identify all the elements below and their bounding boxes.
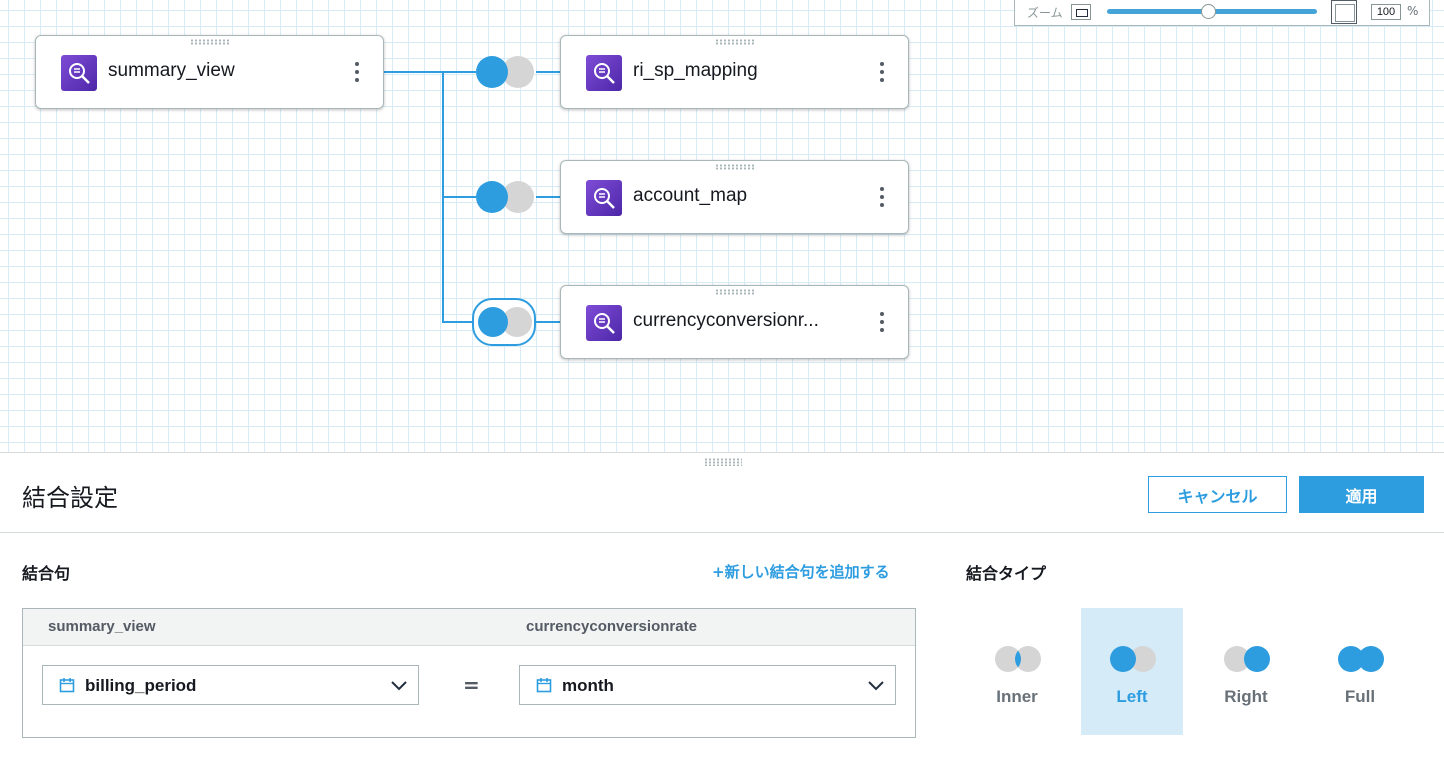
connector-line	[536, 196, 562, 198]
join-type-right[interactable]: Right	[1195, 608, 1297, 735]
right-table-name: currencyconversionrate	[526, 618, 697, 635]
node-label: ri_sp_mapping	[633, 60, 758, 81]
join-clause-table: summary_view currencyconversionrate bill…	[22, 608, 916, 738]
join-type-label: Left	[1116, 687, 1148, 706]
more-options-icon[interactable]	[878, 187, 886, 207]
chevron-down-icon	[391, 681, 407, 691]
more-options-icon[interactable]	[878, 62, 886, 82]
dataset-icon	[586, 180, 622, 216]
inner-join-icon	[995, 646, 1041, 672]
zoom-value-input[interactable]: 100	[1371, 4, 1401, 20]
cancel-button[interactable]: キャンセル	[1148, 476, 1287, 513]
join-icon-currencyconversionrate[interactable]	[472, 298, 536, 346]
drag-handle[interactable]	[714, 289, 755, 295]
join-canvas[interactable]: ズーム 100 % summary_view ri_sp_	[0, 0, 1444, 453]
right-field-value: month	[562, 676, 614, 695]
calendar-icon	[59, 678, 75, 693]
join-icon-account-map[interactable]	[472, 179, 534, 215]
dataset-icon	[586, 55, 622, 91]
zoom-out-icon[interactable]	[1071, 4, 1091, 20]
join-operator: =	[463, 673, 480, 697]
right-join-icon	[1224, 646, 1270, 672]
more-options-icon[interactable]	[353, 62, 361, 82]
node-label: currencyconversionr...	[633, 310, 819, 331]
node-label: summary_view	[108, 60, 235, 81]
join-clause-heading: 結合句	[22, 564, 71, 583]
left-join-icon	[1110, 646, 1156, 672]
dataset-node-account-map[interactable]: account_map	[560, 160, 909, 234]
right-field-select[interactable]: month	[519, 665, 896, 705]
connector-line	[536, 71, 562, 73]
connector-line	[442, 321, 476, 323]
more-options-icon[interactable]	[878, 312, 886, 332]
zoom-slider-thumb[interactable]	[1200, 4, 1216, 19]
panel-resize-handle[interactable]	[704, 458, 742, 466]
connector-line	[536, 321, 562, 323]
divider	[0, 532, 1444, 533]
join-type-label: Right	[1224, 687, 1268, 706]
join-type-label: Inner	[996, 687, 1038, 706]
full-join-icon	[1338, 646, 1384, 672]
calendar-icon	[536, 678, 552, 693]
join-type-label: Full	[1344, 687, 1376, 706]
drag-handle[interactable]	[189, 39, 230, 45]
dataset-node-summary-view[interactable]: summary_view	[35, 35, 384, 109]
zoom-fit-icon[interactable]	[1331, 0, 1357, 24]
join-type-left[interactable]: Left	[1081, 608, 1183, 735]
join-type-full[interactable]: Full	[1309, 608, 1411, 735]
left-field-value: billing_period	[85, 676, 197, 695]
zoom-slider[interactable]	[1107, 4, 1317, 19]
dataset-node-currencyconversionrate[interactable]: currencyconversionr...	[560, 285, 909, 359]
drag-handle[interactable]	[714, 39, 755, 45]
add-join-clause-link[interactable]: +新しい結合句を追加する	[712, 563, 890, 581]
connector-line	[442, 196, 476, 198]
drag-handle[interactable]	[714, 164, 755, 170]
apply-button[interactable]: 適用	[1299, 476, 1424, 513]
connector-line	[384, 71, 476, 73]
join-icon-ri-sp-mapping[interactable]	[472, 54, 534, 90]
dataset-icon	[586, 305, 622, 341]
join-type-inner[interactable]: Inner	[966, 608, 1068, 735]
zoom-label: ズーム	[1027, 6, 1063, 20]
chevron-down-icon	[868, 681, 884, 691]
join-type-heading: 結合タイプ	[966, 564, 1047, 583]
dataset-icon	[61, 55, 97, 91]
panel-title: 結合設定	[22, 484, 118, 512]
node-label: account_map	[633, 185, 748, 206]
left-field-select[interactable]: billing_period	[42, 665, 419, 705]
join-clause-header: summary_view currencyconversionrate	[23, 609, 915, 646]
left-table-name: summary_view	[48, 618, 156, 635]
zoom-control: ズーム 100 %	[1014, 0, 1430, 26]
dataset-node-ri-sp-mapping[interactable]: ri_sp_mapping	[560, 35, 909, 109]
zoom-unit: %	[1407, 4, 1419, 18]
